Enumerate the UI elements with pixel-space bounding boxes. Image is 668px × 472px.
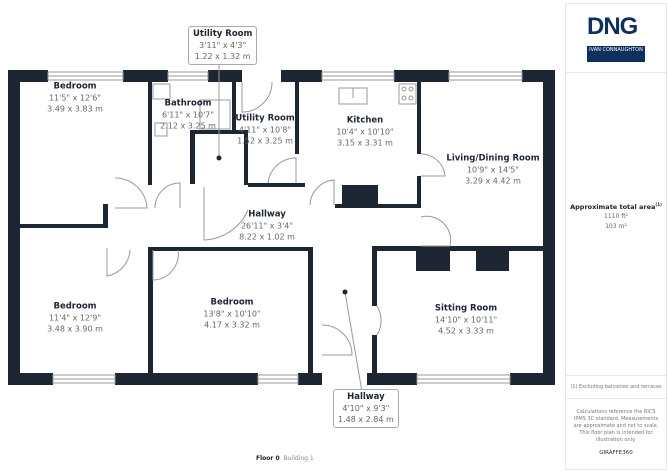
- footnote: (1) Excluding balconies and terraces: [566, 375, 666, 399]
- room-name: Sitting Room: [434, 303, 498, 314]
- room-size-imperial: 14'10" x 10'11": [434, 315, 498, 325]
- callout-hallway: Hallway 4'10" x 9'3" 1.48 x 2.84 m: [333, 389, 399, 428]
- info-panel: DNG IVAN CONNAUGHTON Approximate total a…: [565, 3, 667, 470]
- area-title: Approximate total area(1): [566, 200, 666, 212]
- callout-dot: [216, 155, 222, 161]
- room-size-metric: 2.12 x 3.25 m: [160, 121, 216, 131]
- room-size-imperial: 11'4" x 12'9": [48, 313, 102, 323]
- room-size-imperial: 6'11" x 10'7": [161, 110, 215, 120]
- callout-utility-room: Utility Room 3'11" x 4'3" 1.22 x 1.32 m: [188, 26, 258, 65]
- room-name: Utility Room: [193, 29, 253, 39]
- room-name: Kitchen: [346, 115, 384, 126]
- room-name: Bathroom: [164, 98, 212, 109]
- floor-name: Floor 0: [256, 455, 280, 462]
- room-size-metric: 3.29 x 4.42 m: [465, 176, 521, 186]
- room-size-metric: 3.49 x 3.83 m: [47, 104, 103, 114]
- room-size-imperial: 10'9" x 14'5": [466, 165, 520, 175]
- room-name: Utility Room: [235, 113, 295, 124]
- room-size-metric: 3.48 x 3.90 m: [47, 324, 103, 334]
- disclaimer: Calculations reference the RICS IPMS 3C …: [573, 409, 659, 443]
- room-name: Hallway: [248, 209, 286, 220]
- area-ft: 1110 ft²: [604, 213, 628, 221]
- building-name: Building 1: [283, 455, 314, 462]
- brand-mark: GIRAFFE360: [599, 450, 633, 456]
- logo-text: DNG: [587, 13, 638, 40]
- room-size-imperial: 4'10" x 9'3": [342, 404, 390, 413]
- area-footnote-mark: (1): [655, 202, 662, 207]
- callout-dot: [342, 289, 348, 295]
- room-size-metric: 1.22 x 1.32 m: [194, 52, 251, 61]
- room-name: Living/Dining Room: [446, 153, 540, 164]
- area-title-text: Approximate total area: [570, 203, 656, 212]
- total-area: Approximate total area(1) 1110 ft² 103 m…: [566, 200, 666, 232]
- room-size-metric: 3.15 x 3.31 m: [337, 138, 393, 148]
- room-name: Bedroom: [53, 81, 97, 92]
- room-size-metric: 1.48 x 2.84 m: [338, 415, 394, 424]
- room-size-imperial: 13'8" x 10'10": [203, 309, 261, 319]
- room-size-imperial: 3'11" x 4'3": [199, 41, 247, 50]
- room-size-metric: 4.52 x 3.33 m: [438, 326, 494, 336]
- walls: [8, 70, 555, 385]
- room-size-metric: 1.52 x 3.25 m: [237, 136, 293, 146]
- room-size-metric: 8.22 x 1.02 m: [239, 232, 295, 242]
- room-size-metric: 4.17 x 3.32 m: [204, 320, 260, 330]
- logo: DNG IVAN CONNAUGHTON: [566, 4, 666, 73]
- room-size-imperial: 26'11" x 3'4": [240, 221, 294, 231]
- doors: [106, 58, 452, 393]
- logo-subtitle: IVAN CONNAUGHTON: [587, 46, 645, 62]
- room-name: Bedroom: [210, 297, 254, 308]
- room-name: Hallway: [347, 392, 385, 402]
- room-size-imperial: 4'11" x 10'8": [238, 125, 292, 135]
- room-name: Bedroom: [53, 301, 97, 312]
- floor-plan: [8, 58, 555, 393]
- room-size-imperial: 10'4" x 10'10": [336, 127, 394, 137]
- windows: [47, 71, 523, 384]
- room-size-imperial: 11'5" x 12'6": [48, 93, 102, 103]
- area-m: 103 m²: [605, 223, 627, 231]
